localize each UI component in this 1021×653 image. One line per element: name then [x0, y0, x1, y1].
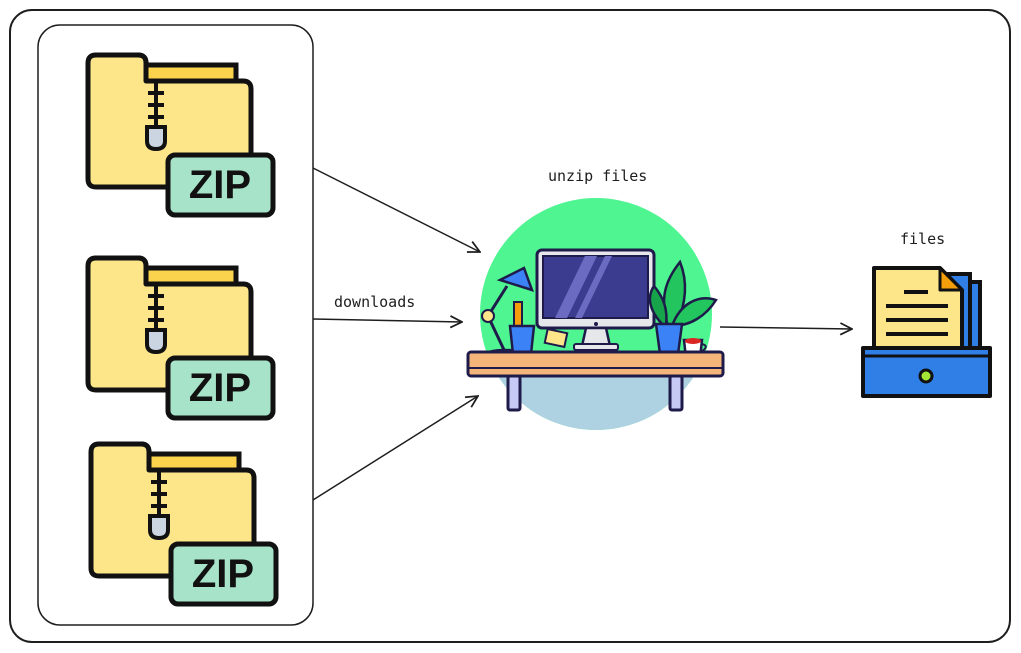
desk-computer-illustration: [466, 198, 725, 430]
unzip-files-label: unzip files: [548, 167, 648, 185]
zip-folder-icon: ZIP: [85, 52, 276, 218]
zip-files-container: [37, 24, 314, 626]
downloads-label: downloads: [334, 293, 416, 311]
arrow-zip3-to-desk: [312, 396, 478, 501]
files-label: files: [900, 230, 946, 248]
zip-badge-label: ZIP: [189, 366, 251, 410]
outer-frame: [9, 9, 1011, 643]
arrow-desk-to-files: [719, 327, 852, 329]
arrow-downloads: [312, 319, 462, 322]
zip-badge-label: ZIP: [192, 552, 254, 596]
arrow-zip1-to-desk: [312, 167, 480, 252]
zip-badge-label: ZIP: [189, 163, 251, 207]
document-tray-icon: [861, 266, 992, 398]
zip-folder-icon: ZIP: [85, 255, 276, 421]
zip-folder-icon: ZIP: [88, 441, 279, 607]
